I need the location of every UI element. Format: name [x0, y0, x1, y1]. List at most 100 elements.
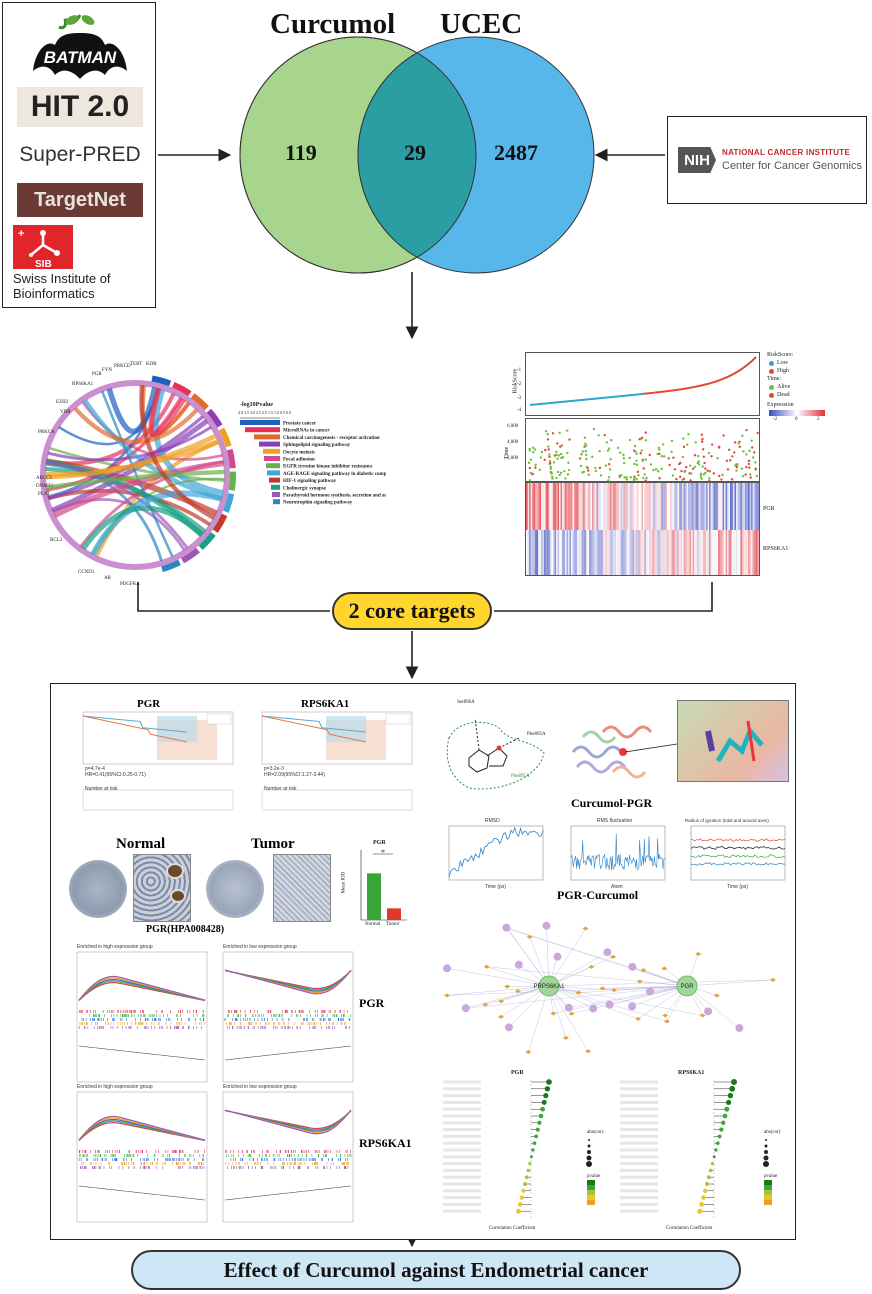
- heatmap-cell: [611, 483, 614, 530]
- survival-point: [580, 453, 583, 456]
- heatmap-cell: [595, 483, 597, 530]
- survival-point: [644, 458, 647, 461]
- survival-point: [688, 464, 692, 467]
- immune-p-title-rps6ka1: pvalue: [764, 1174, 778, 1179]
- heatmap-cell: [634, 483, 636, 530]
- survival-point: [583, 436, 587, 439]
- heatmap-cell: [588, 530, 590, 576]
- legend-high: High: [777, 368, 789, 374]
- survival-point: [703, 461, 706, 465]
- heatmap-cell: [526, 483, 528, 530]
- pathway-bar: [240, 420, 280, 425]
- survival-point: [708, 470, 711, 473]
- md-rmsd-xlabel: Time (ps): [485, 884, 506, 890]
- heatmap-cell: [565, 530, 567, 575]
- survival-point: [579, 464, 583, 468]
- survival-point: [552, 461, 556, 464]
- ihc-normal-core: [69, 860, 127, 918]
- lollipop-point: [706, 1175, 711, 1180]
- survival-point: [749, 473, 752, 476]
- heatmap-cell: [566, 483, 569, 530]
- survival-point: [531, 446, 535, 449]
- heatmap-cell: [578, 483, 581, 530]
- gene-PRKCD: PRKCD: [114, 364, 131, 369]
- heatmap-cell: [620, 530, 623, 575]
- heatmap-cell: [692, 530, 695, 575]
- survival-point: [662, 455, 666, 458]
- heatmap-cell: [737, 483, 740, 530]
- heatmap-cell: [685, 483, 687, 530]
- pathway-label: EGFR tyrosine kinase inhibitor resistanc…: [283, 465, 373, 470]
- heatmap-cell: [709, 483, 711, 530]
- survival-point: [745, 465, 748, 469]
- md-rmsd-title: RMSD: [485, 818, 500, 824]
- survival-point: [738, 445, 742, 449]
- chord-ribbon: [139, 385, 216, 520]
- lollipop-point: [719, 1127, 724, 1132]
- network-node-mirna: [636, 979, 643, 984]
- lollipop-point: [721, 1120, 726, 1125]
- pathway-bar: [254, 434, 280, 440]
- heatmap-cell: [661, 530, 663, 575]
- heatmap-cell: [539, 483, 542, 530]
- heatmap-cell: [527, 483, 530, 530]
- heatmap-cell: [757, 530, 759, 575]
- heatmap-cell: [670, 483, 672, 530]
- rg-line: [690, 862, 786, 866]
- pathway-label: HIF-1 signaling pathway: [283, 479, 337, 484]
- survival-point: [538, 468, 541, 472]
- survival-point: [598, 450, 601, 453]
- heatmap-cell: [584, 530, 587, 575]
- heatmap-cell: [698, 483, 701, 530]
- heatmap-cell: [553, 483, 555, 530]
- heatmap-cell: [754, 483, 756, 530]
- heatmap-cell: [598, 530, 600, 575]
- survival-point: [635, 463, 639, 466]
- heatmap-cell: [640, 530, 642, 575]
- heatmap-cell: [733, 530, 735, 575]
- network-node-mirna: [444, 993, 450, 998]
- pathway-arc: [198, 532, 216, 551]
- heatmap-cell: [755, 483, 758, 530]
- risk-score-panel: RiskScore -1 -2 -3 -4 Time 6,000 4,000 2…: [495, 350, 835, 580]
- heatmap-cell: [751, 530, 753, 575]
- heatmap-cell: [553, 530, 555, 575]
- survival-point: [648, 453, 652, 457]
- ihc-normal-zoom: [133, 854, 191, 922]
- lollipop-point: [529, 1155, 533, 1159]
- ihc-antibody-label: PGR(HPA008428): [146, 924, 225, 935]
- network-node-mirna: [568, 1011, 575, 1016]
- survival-point: [585, 465, 588, 469]
- rmsd-line: [448, 826, 544, 877]
- survival-point: [753, 451, 756, 454]
- immune-correlation-pgr: PGR Correlation Coefficient abs(cor) pva…: [439, 1070, 614, 1236]
- heatmap-cell: [718, 483, 720, 530]
- network-node-mirna: [582, 926, 589, 931]
- heatmap-cell: [608, 530, 611, 575]
- heatmap-cell: [604, 530, 606, 575]
- network-node-target: [564, 1003, 573, 1012]
- heatmap-cell: [676, 483, 678, 530]
- heatmap-cell: [608, 483, 611, 530]
- survival-point: [567, 468, 571, 472]
- km-risk-title-rps6ka1: Number at risk: [264, 786, 297, 792]
- km-title-pgr: PGR: [137, 698, 161, 710]
- heatmap-cell: [653, 530, 656, 575]
- survival-point: [607, 447, 611, 450]
- survival-point: [658, 448, 661, 451]
- pathway-bar: [272, 492, 280, 497]
- heatmap-cell: [641, 530, 644, 575]
- final-conclusion-label: Effect of Curcumol against Endometrial c…: [131, 1250, 741, 1290]
- heatmap-cell: [667, 483, 669, 530]
- heatmap-cell: [572, 530, 575, 575]
- heatmap-cell: [589, 483, 591, 530]
- gene-FYN: FYN: [102, 368, 113, 373]
- heatmap-cell: [616, 483, 618, 530]
- network-node-mirna: [526, 934, 533, 939]
- heatmap-cell: [610, 530, 612, 575]
- heatmap-cell: [689, 483, 692, 530]
- lollipop-point: [544, 1086, 551, 1092]
- survival-point: [555, 476, 558, 479]
- heatmap-cell: [680, 483, 683, 530]
- gsea-curve: [224, 1109, 352, 1135]
